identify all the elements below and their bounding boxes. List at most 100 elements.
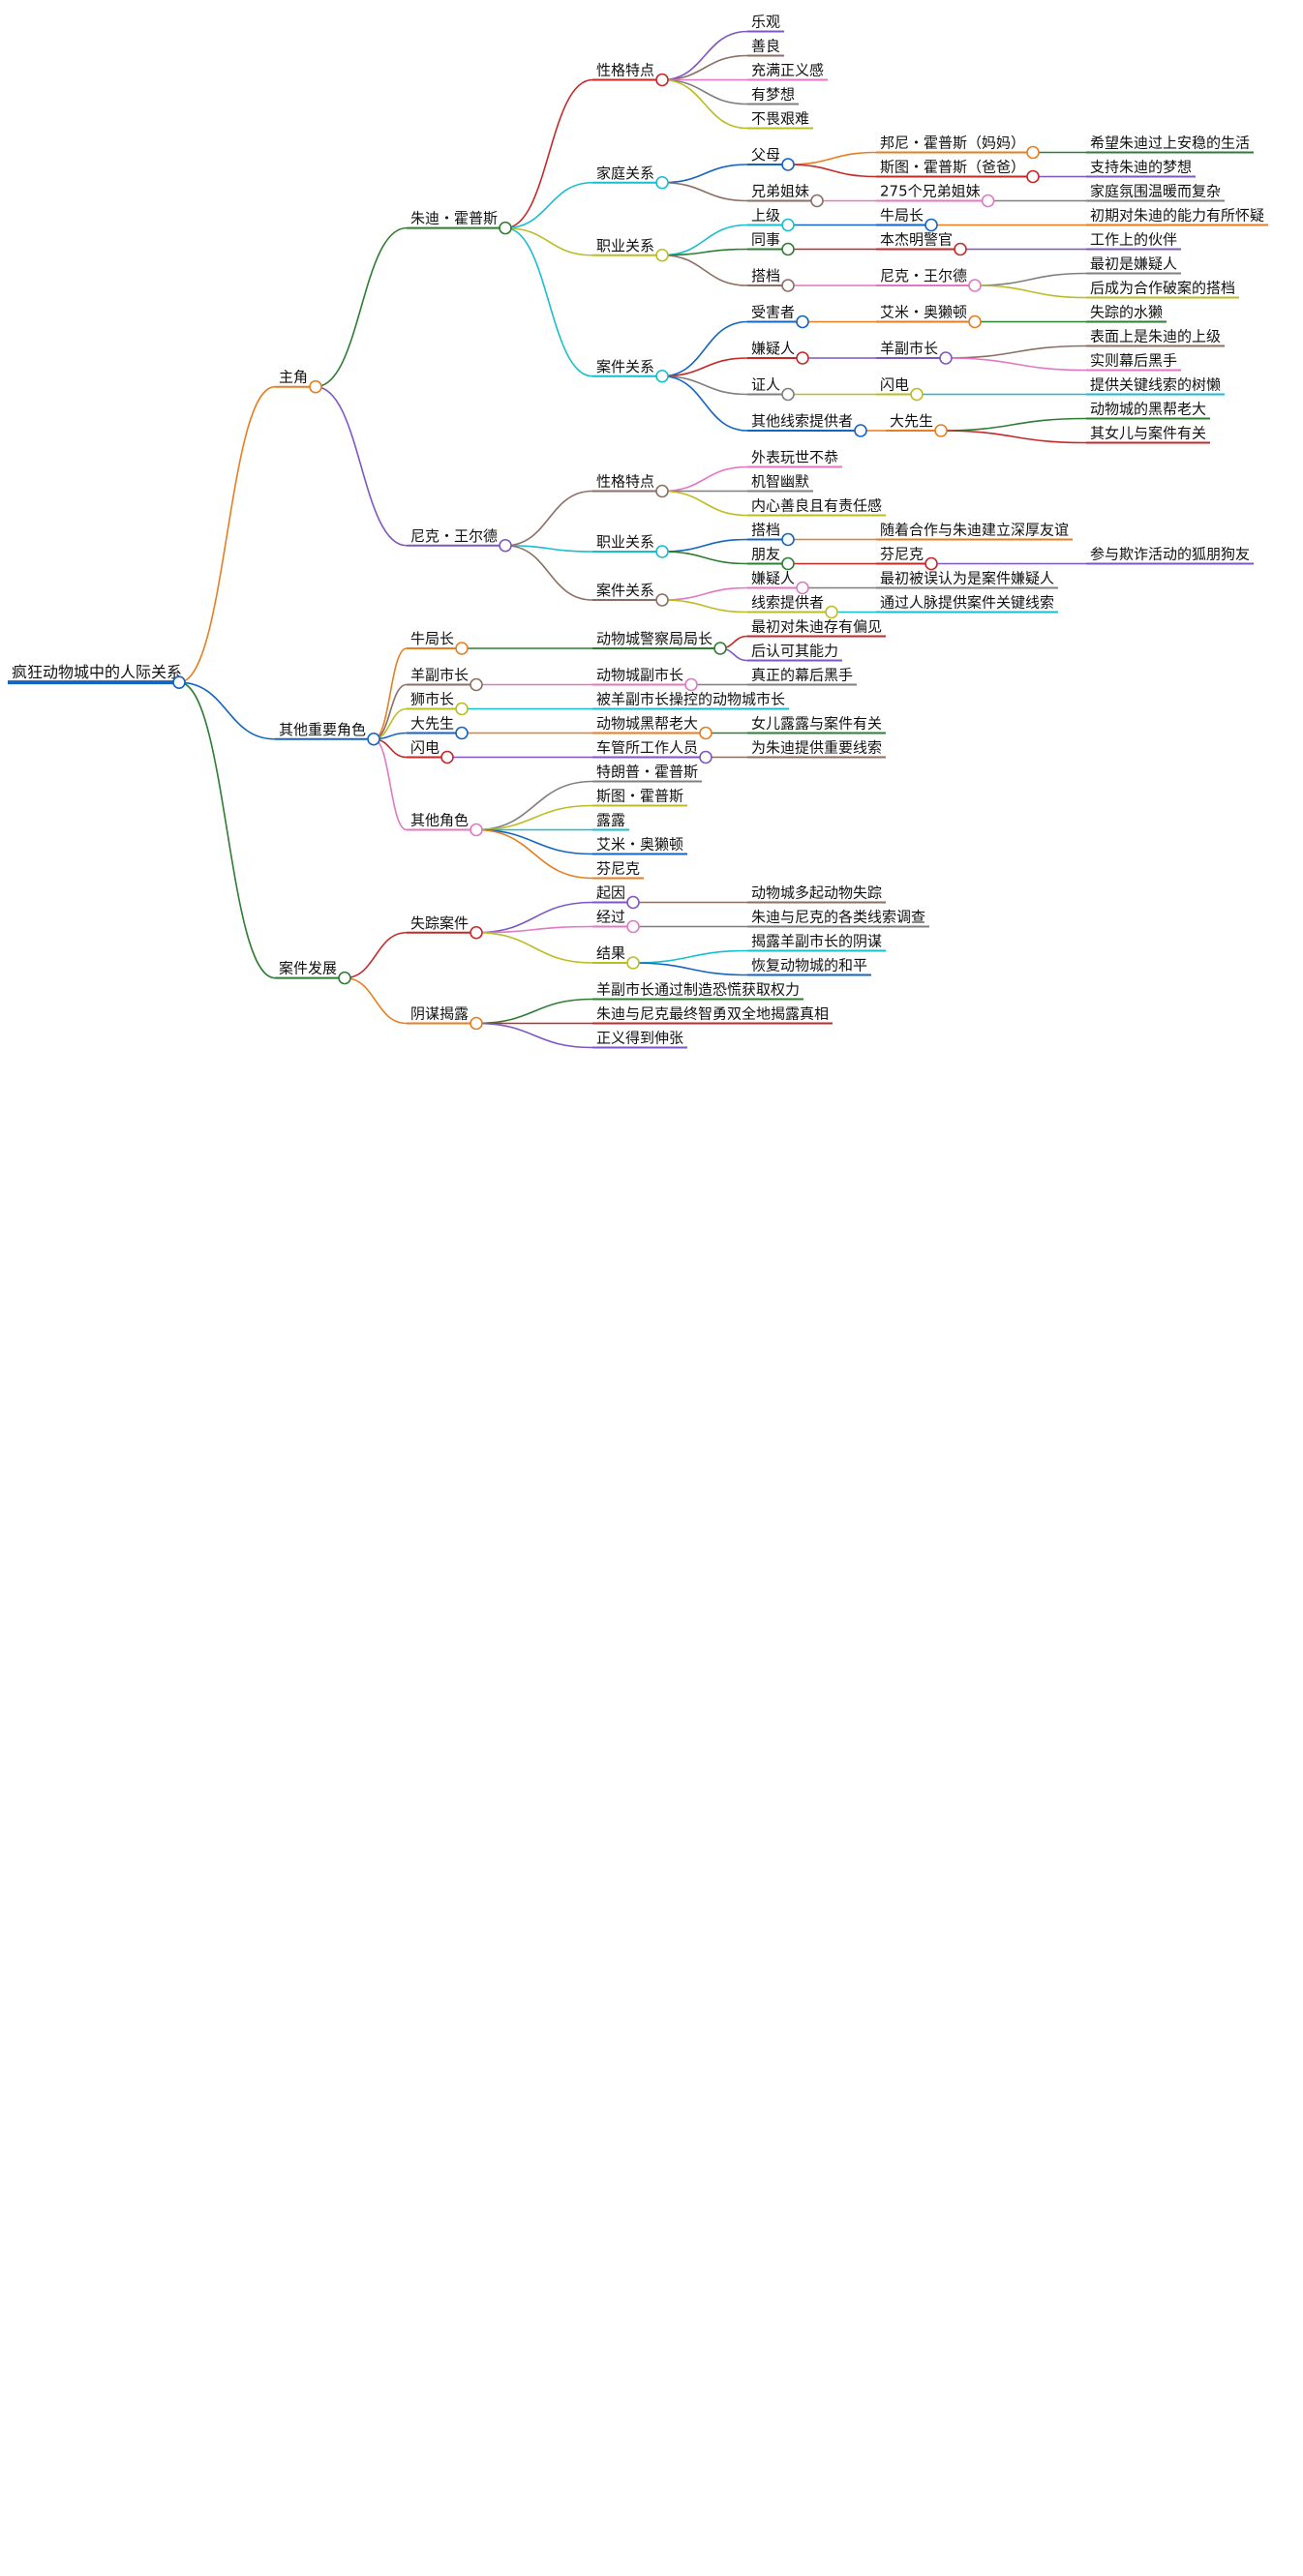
collapse-toggle-icon[interactable] [781,158,795,171]
node-label: 失踪的水獭 [1090,304,1163,321]
collapse-toggle-icon[interactable] [338,971,351,985]
collapse-toggle-icon[interactable] [655,175,669,190]
collapse-toggle-icon[interactable] [781,242,795,256]
collapse-toggle-icon[interactable] [854,424,867,437]
branch-connector [179,681,276,740]
collapse-toggle-icon[interactable] [684,677,698,692]
collapse-toggle-icon[interactable] [367,732,380,746]
collapse-toggle-icon[interactable] [309,379,322,394]
node-label: 动物城多起动物失踪 [751,884,882,902]
collapse-toggle-icon[interactable] [968,279,982,292]
node-label: 羊副市长通过制造恐慌获取权力 [596,981,800,999]
collapse-toggle-icon[interactable] [470,823,483,837]
node-label: 性格特点 [596,473,654,491]
node-label: 受害者 [751,304,795,321]
collapse-toggle-icon[interactable] [655,73,669,87]
branch-connector [662,248,748,256]
branch-connector [946,344,1087,359]
node-label: 狮市长 [410,691,454,708]
node-label: 正义得到伸张 [596,1030,683,1047]
node-label: 善良 [751,38,780,55]
collapse-toggle-icon[interactable] [655,248,669,262]
collapse-toggle-icon[interactable] [655,545,669,558]
collapse-toggle-icon[interactable] [455,642,469,655]
branch-connector [662,224,748,256]
collapse-toggle-icon[interactable] [796,351,809,365]
node-label: 尼克・王尔德 [880,267,967,285]
collapse-toggle-icon[interactable] [626,919,640,934]
collapse-toggle-icon[interactable] [781,387,795,402]
collapse-toggle-icon[interactable] [810,194,824,208]
collapse-toggle-icon[interactable] [655,484,669,498]
branch-connector [788,151,877,165]
collapse-toggle-icon[interactable] [924,218,938,232]
collapse-toggle-icon[interactable] [470,925,483,940]
collapse-toggle-icon[interactable] [1026,145,1040,160]
branch-connector [345,931,408,979]
branch-connector [315,226,408,388]
branch-connector [662,320,748,377]
collapse-toggle-icon[interactable] [796,315,809,329]
branch-connector [941,430,1087,444]
node-label: 结果 [596,944,625,962]
collapse-toggle-icon[interactable] [699,750,712,764]
collapse-toggle-icon[interactable] [626,895,640,910]
collapse-toggle-icon[interactable] [796,581,809,595]
collapse-toggle-icon[interactable] [910,387,924,402]
collapse-toggle-icon[interactable] [626,956,640,970]
branch-connector [662,490,748,517]
branch-connector [662,374,748,396]
collapse-toggle-icon[interactable] [968,315,982,329]
branch-connector [662,357,748,377]
collapse-toggle-icon[interactable] [470,1016,483,1031]
node-label: 最初对朱迪存有偏见 [751,618,882,636]
collapse-toggle-icon[interactable] [713,642,727,655]
collapse-toggle-icon[interactable] [499,221,512,235]
node-label: 动物城黑帮老大 [596,715,698,733]
node-label: 其他线索提供者 [751,412,853,430]
collapse-toggle-icon[interactable] [455,726,469,740]
node-label: 搭档 [751,267,780,285]
collapse-toggle-icon[interactable] [781,218,795,232]
node-label: 搭档 [751,522,780,539]
branch-connector [476,804,593,831]
collapse-toggle-icon[interactable] [455,702,469,716]
collapse-toggle-icon[interactable] [781,279,795,292]
collapse-toggle-icon[interactable] [655,369,669,383]
node-label: 羊副市长 [410,667,469,684]
branch-connector [662,254,748,286]
node-label: 揭露羊副市长的阴谋 [751,933,882,950]
node-label: 乐观 [751,14,780,31]
branch-connector [975,272,1087,286]
branch-connector [941,417,1087,432]
collapse-toggle-icon[interactable] [981,194,995,208]
collapse-toggle-icon[interactable] [440,750,454,764]
node-label: 希望朱迪过上安稳的生活 [1090,135,1250,152]
branch-connector [788,164,877,178]
collapse-toggle-icon[interactable] [470,677,483,692]
collapse-toggle-icon[interactable] [172,675,186,689]
node-label: 工作上的伙伴 [1090,231,1177,249]
node-label: 后成为合作破案的搭档 [1090,280,1235,297]
collapse-toggle-icon[interactable] [781,556,795,571]
branch-connector [505,181,593,229]
collapse-toggle-icon[interactable] [699,726,712,740]
node-label: 最初是嫌疑人 [1090,255,1177,273]
node-label: 其他角色 [410,812,469,829]
collapse-toggle-icon[interactable] [934,424,948,437]
branch-connector [476,828,593,855]
collapse-toggle-icon[interactable] [1026,169,1040,184]
collapse-toggle-icon[interactable] [954,242,967,256]
collapse-toggle-icon[interactable] [781,532,795,547]
collapse-toggle-icon[interactable] [825,605,838,619]
branch-connector [662,374,748,432]
collapse-toggle-icon[interactable] [924,556,938,571]
branch-connector [476,931,593,964]
node-label: 芬尼克 [880,546,924,563]
node-label: 动物城警察局局长 [596,630,712,647]
branch-connector [476,998,593,1025]
collapse-toggle-icon[interactable] [499,538,512,553]
collapse-toggle-icon[interactable] [655,593,669,607]
node-label: 案件关系 [596,582,654,599]
collapse-toggle-icon[interactable] [939,351,953,365]
